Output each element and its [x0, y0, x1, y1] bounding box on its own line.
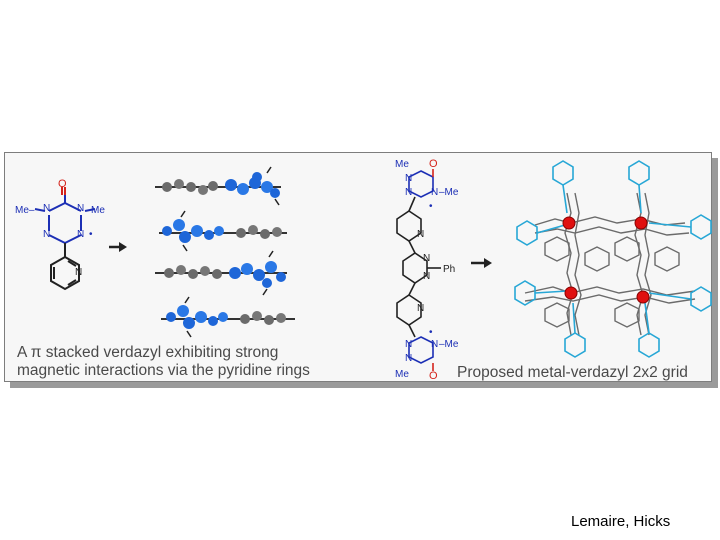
methyl-label: Me: [395, 159, 409, 170]
stacked-molecule: [161, 296, 295, 338]
reaction-arrow: [109, 242, 127, 252]
pyrimidine-nitrogen-label: N: [423, 271, 430, 282]
methyl-label: Me: [395, 369, 409, 380]
metal-center: [636, 290, 650, 304]
caption-line: A π stacked verdazyl exhibiting strong: [17, 344, 279, 361]
methyl-label-right: Me: [91, 205, 105, 216]
verdazyl-pyridine-structure: O Me– Me N N N N • N: [15, 178, 105, 291]
oxygen-label: O: [429, 370, 438, 382]
nitrogen-label: N: [77, 203, 84, 214]
metal-center: [562, 216, 576, 230]
metal-center: [564, 286, 578, 300]
nitrogen-label: N: [431, 339, 438, 350]
author-credit: Lemaire, Hicks: [571, 513, 671, 530]
nitrogen-label: N: [77, 229, 84, 240]
metal-center: [634, 216, 648, 230]
radical-dot: •: [89, 229, 93, 240]
figure-panel: O Me– Me N N N N • N: [4, 152, 712, 382]
stacked-molecule: [155, 166, 281, 206]
methyl-label-left: Me–: [15, 205, 35, 216]
nitrogen-label: N: [405, 173, 412, 184]
nitrogen-label: N: [405, 353, 412, 364]
radical-dot: •: [429, 201, 433, 212]
pyrimidine-nitrogen-label: N: [423, 253, 430, 264]
pyridine-nitrogen-label: N: [417, 229, 424, 240]
methyl-label: –Me: [439, 339, 459, 350]
stacked-molecule: [155, 250, 287, 296]
pyridine-nitrogen-label: N: [417, 303, 424, 314]
stacked-molecule: [159, 210, 287, 252]
left-figure-caption: A π stacked verdazyl exhibiting strong m…: [17, 344, 347, 380]
nitrogen-label: N: [43, 203, 50, 214]
caption-line: magnetic interactions via the pyridine r…: [17, 362, 310, 379]
oxygen-label: O: [429, 158, 438, 170]
pyridine-nitrogen-label: N: [75, 267, 82, 278]
nitrogen-label: N: [405, 187, 412, 198]
right-figure-caption: Proposed metal-verdazyl 2x2 grid: [457, 364, 688, 381]
methyl-label: –Me: [439, 187, 459, 198]
bis-verdazyl-ligand-structure: O Me N N N –Me • N: [395, 158, 459, 382]
figure-graphics: O Me– Me N N N N • N: [15, 158, 712, 382]
nitrogen-label: N: [405, 339, 412, 350]
metal-verdazyl-grid-model: [514, 160, 712, 358]
radical-dot: •: [429, 327, 433, 338]
phenyl-label: Ph: [443, 264, 455, 275]
oxygen-label: O: [58, 178, 67, 190]
nitrogen-label: N: [43, 229, 50, 240]
nitrogen-label: N: [431, 187, 438, 198]
reaction-arrow: [471, 258, 492, 268]
pi-stack-model: [155, 166, 295, 338]
